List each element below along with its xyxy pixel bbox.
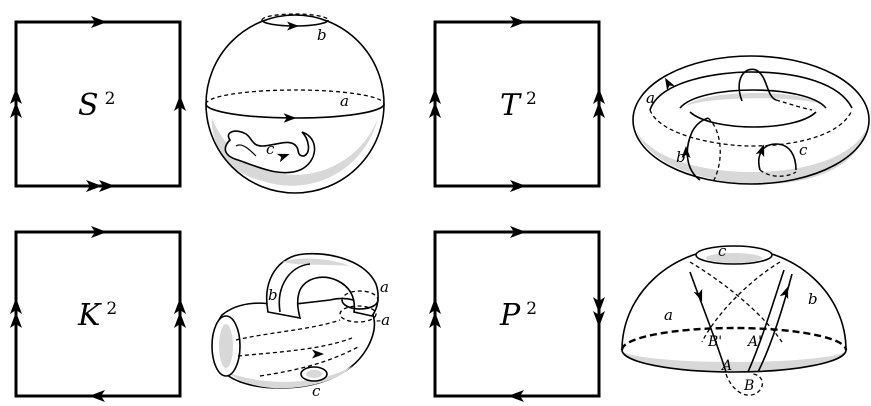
torus-hole-bottom [689,111,817,128]
path-label-b: b [808,290,818,308]
point-label-A-prime: A' [746,334,762,350]
loop-a-upper [649,71,853,111]
loop-b-back [707,117,721,181]
path-label-b: b [676,148,686,166]
path-b-front-1 [747,269,785,373]
rim-shading [622,350,846,372]
torus-shading-outer [636,130,866,185]
small-loop-top [738,68,777,102]
path-a-front [689,271,727,373]
cap-loop-back [261,13,329,21]
path-label-a: a [340,92,349,110]
point-label-B: B [743,378,754,394]
loop-b-front [686,117,709,181]
path-label-b: b [317,26,327,44]
path-label-b: b [268,286,278,304]
rim-front [621,349,847,373]
handle-inner-line [278,263,311,313]
neck-loop-2 [339,305,377,323]
rim-back [620,326,848,351]
path-label-c: c [799,141,808,159]
loop-c-front [758,143,797,171]
torus-hole-top [679,89,827,109]
path-label-c: c [312,382,321,400]
path-dashed-2 [701,261,781,343]
path-label-neg-a: -a [376,311,390,329]
path-label-c: c [718,242,727,260]
hemisphere-illustration: c a b A B A' B' [620,242,848,396]
path-label-a: a [380,278,389,296]
loop-c-inner [235,144,257,157]
dotted-loop [725,373,764,396]
klein-bottle-illustration: b a -a c [211,252,390,400]
inner-dashed-3 [259,345,361,377]
loop-a-lower [649,109,853,147]
path-label-a: a [646,89,655,107]
torus-outline [632,55,870,185]
path-label-a: a [664,306,673,324]
sphere-illustration: b a c [205,13,385,194]
equator-back [205,89,385,105]
path-b-front-2 [757,273,793,373]
loop-c-back [759,169,797,177]
loop-c [224,130,316,174]
torus-illustration: a b c [632,55,870,185]
path-label-c: c [266,140,275,158]
point-label-A: A [720,358,732,374]
point-label-B-prime: B' [707,334,722,350]
sphere-shading [211,118,378,186]
torus-hole-shading [686,92,820,106]
